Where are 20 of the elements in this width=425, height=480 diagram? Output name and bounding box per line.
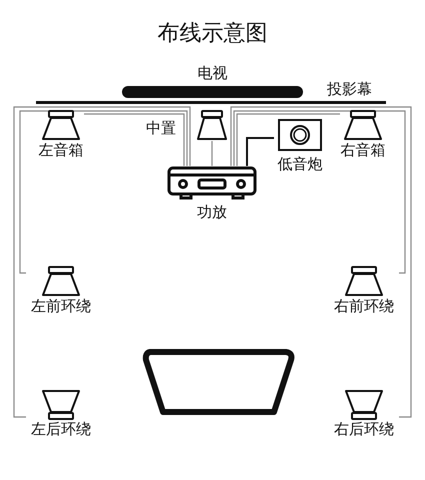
speaker-wire xyxy=(13,106,191,418)
speaker-label: 右前环绕 xyxy=(334,297,394,315)
speaker-wire xyxy=(19,110,188,274)
speaker-label: 左后环绕 xyxy=(31,420,91,438)
subwoofer-label: 低音炮 xyxy=(278,155,322,173)
diagram-title: 布线示意图 xyxy=(156,20,268,48)
speaker-label: 左音箱 xyxy=(38,141,84,159)
speaker-label: 右后环绕 xyxy=(334,420,394,438)
speaker-label: 中置 xyxy=(146,119,176,137)
speaker-wire xyxy=(84,113,185,166)
screen-label: 投影幕 xyxy=(327,80,372,98)
speaker-label: 左前环绕 xyxy=(31,297,91,315)
speaker-wire xyxy=(236,113,340,166)
speaker-wire xyxy=(230,106,412,418)
speaker-wire xyxy=(233,110,406,274)
amplifier-label: 功放 xyxy=(197,203,227,221)
speaker-wire xyxy=(211,141,213,166)
tv-label: 电视 xyxy=(198,64,228,82)
speaker-wire xyxy=(246,137,274,166)
speaker-label: 右音箱 xyxy=(340,141,386,159)
